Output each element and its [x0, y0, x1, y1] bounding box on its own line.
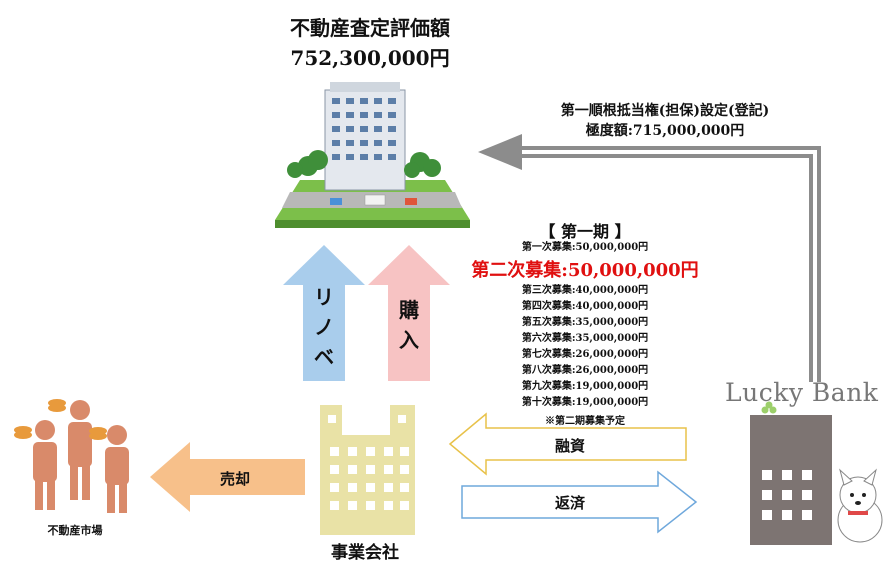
clover-icon [761, 401, 777, 414]
people-icon [14, 399, 129, 513]
purchase-arrow [368, 245, 450, 381]
bank-logo: Lucky Bank [725, 378, 879, 407]
round-item: 第十次募集:19,000,000円 [521, 397, 649, 408]
renovation-arrow [283, 245, 365, 381]
repayment-label: 返済 [554, 494, 585, 512]
purchase-label: 購入 [399, 298, 419, 352]
market-label: 不動産市場 [47, 524, 103, 537]
repayment-arrow [461, 470, 698, 534]
round-item: 第七次募集:26,000,000円 [521, 349, 649, 360]
round-item: 第一次募集:50,000,000円 [521, 242, 649, 253]
round-item: 第六次募集:35,000,000円 [521, 333, 649, 344]
round-item: 第三次募集:40,000,000円 [521, 285, 649, 296]
company-label: 事業会社 [331, 543, 399, 563]
property-illustration [275, 82, 470, 228]
sale-arrow [150, 442, 305, 512]
valuation-title: 不動産査定評価額 [290, 16, 450, 40]
period-title: 【 第一期 】 [539, 222, 631, 241]
renovation-label: リノベ [314, 285, 334, 369]
next-period-note: ※第二期募集予定 [545, 416, 625, 427]
highlight-round: 第二次募集:50,000,000円 [471, 260, 699, 281]
sale-label: 売却 [219, 470, 250, 488]
round-item: 第五次募集:35,000,000円 [521, 317, 649, 328]
round-item: 第四次募集:40,000,000円 [521, 301, 649, 312]
round-item: 第九次募集:19,000,000円 [521, 381, 649, 392]
lien-arrow [478, 134, 821, 382]
loan-arrow [448, 412, 687, 476]
bank-building-icon [750, 415, 883, 545]
company-building-icon [320, 405, 415, 535]
loan-label: 融資 [554, 437, 585, 455]
lien-title: 第一順根抵当権(担保)設定(登記) [560, 103, 770, 119]
dog-icon [837, 468, 883, 543]
lien-amount: 極度額:715,000,000円 [585, 123, 745, 139]
valuation-amount: 752,300,000円 [290, 46, 450, 70]
round-item: 第八次募集:26,000,000円 [521, 365, 649, 376]
